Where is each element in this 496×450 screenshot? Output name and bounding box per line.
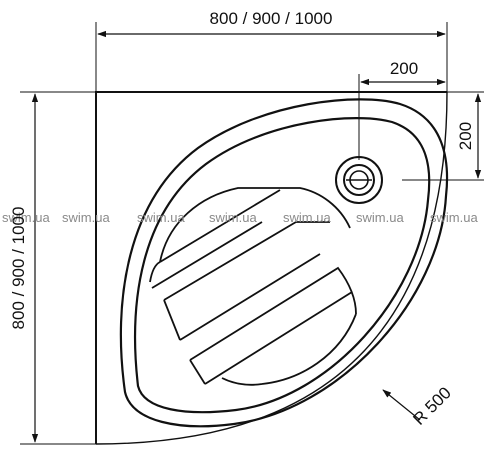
left-depth-label: 800 / 900 / 1000 — [9, 207, 28, 330]
drain-offset-x-label: 200 — [390, 59, 418, 78]
radius-leader-line — [382, 389, 421, 421]
tray-rim — [119, 98, 449, 428]
extension-lines — [20, 22, 484, 445]
watermarks: swim.ua swim.ua swim.ua swim.ua swim.ua … — [2, 210, 478, 225]
watermark-text: swim.ua — [209, 210, 257, 225]
top-width-label: 800 / 900 / 1000 — [210, 9, 333, 28]
watermark-text: swim.ua — [137, 210, 185, 225]
watermark-text: swim.ua — [62, 210, 110, 225]
corner-radius-label: R 500 — [409, 383, 455, 429]
drain-icon — [335, 156, 383, 204]
tray-outline — [95, 91, 448, 445]
watermark-text: swim.ua — [430, 210, 478, 225]
drain-offset-y-label: 200 — [456, 122, 475, 150]
dimension-lines — [31, 30, 482, 443]
basin — [149, 187, 357, 386]
watermark-text: swim.ua — [356, 210, 404, 225]
watermark-text: swim.ua — [283, 210, 331, 225]
watermark-text: swim.ua — [2, 210, 50, 225]
